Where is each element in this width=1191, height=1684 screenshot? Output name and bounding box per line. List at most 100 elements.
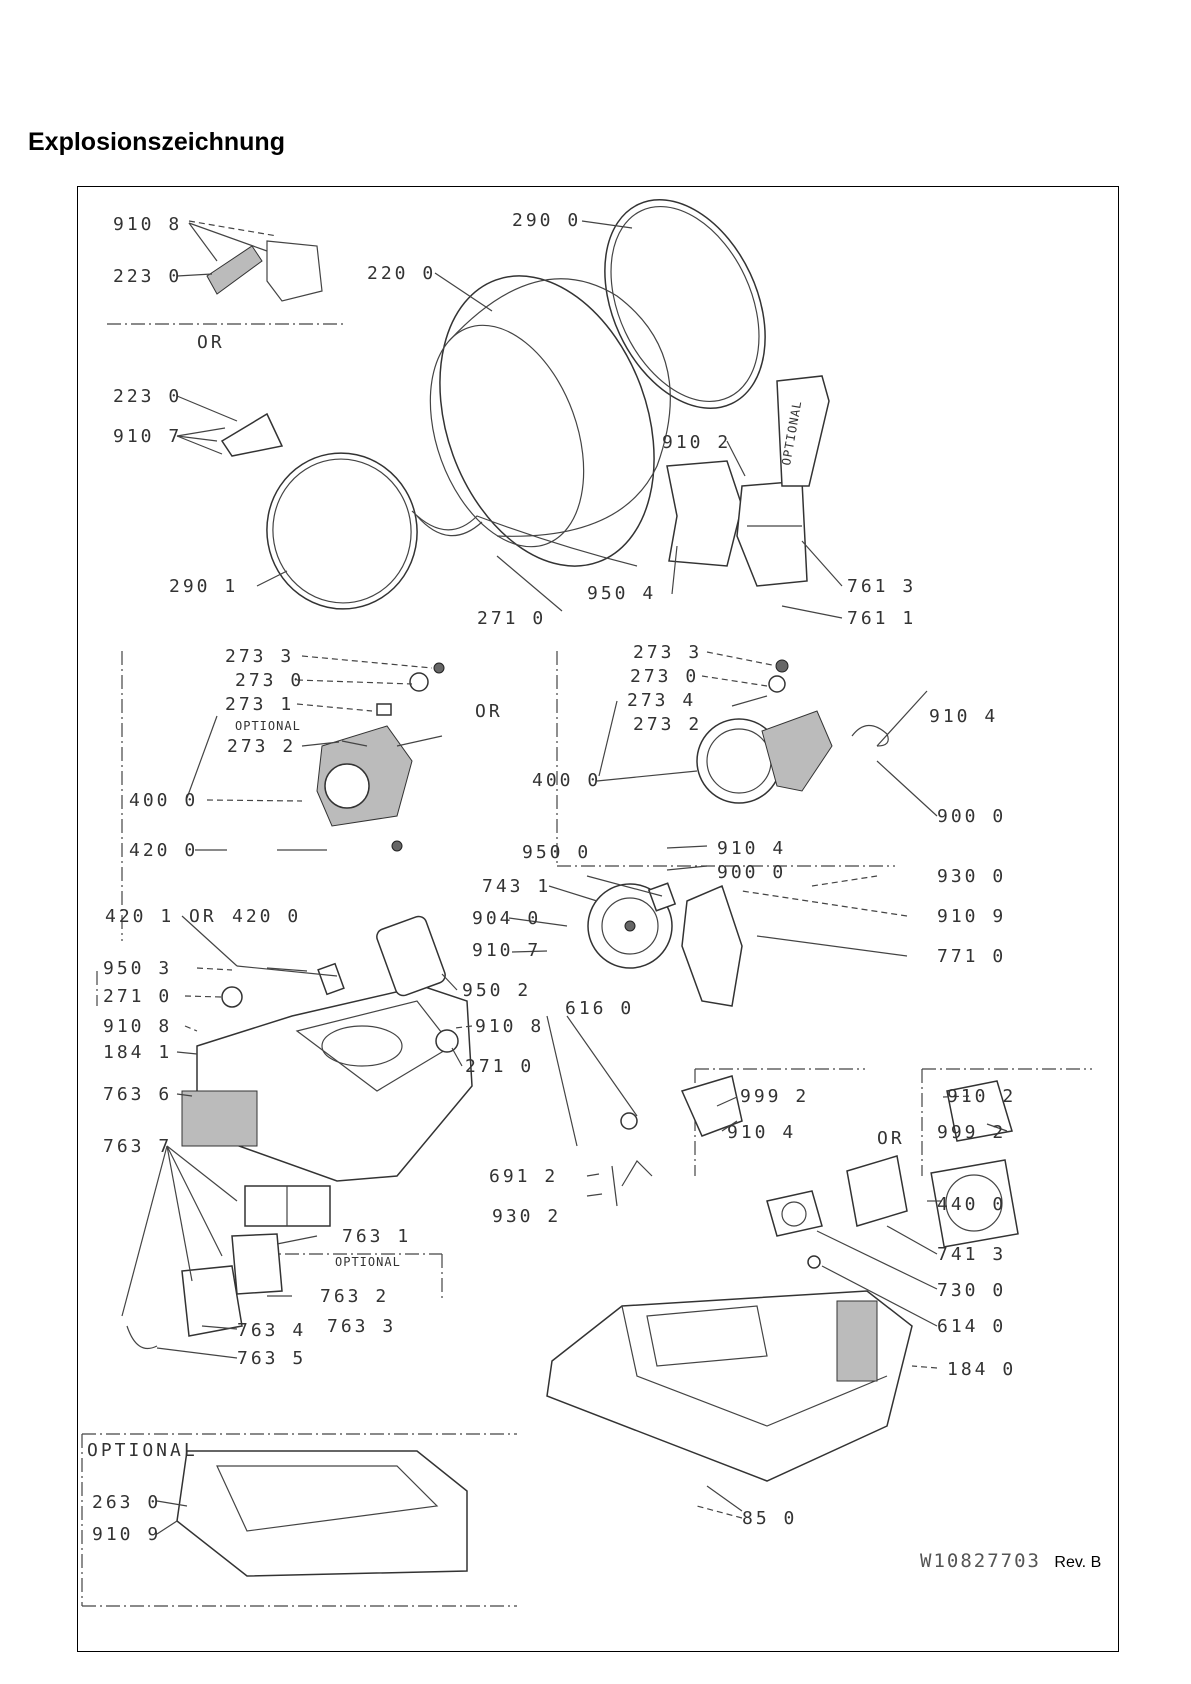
drawing-number: W10827703 <box>920 1550 1041 1572</box>
part-thermostat-bracket <box>647 882 677 912</box>
label-263-0: 263 0 <box>92 1492 161 1513</box>
part-door-gasket <box>376 915 446 997</box>
label-400-0-right: 400 0 <box>532 770 601 791</box>
label-optional-bottom: OPTIONAL <box>87 1440 198 1461</box>
part-blower-wheel <box>587 883 673 969</box>
label-910-8-base: 910 8 <box>103 1016 172 1037</box>
label-910-2-b: 910 2 <box>947 1086 1016 1107</box>
label-or-420: OR <box>189 906 217 927</box>
leader-lines <box>121 220 1008 1535</box>
part-pump-730 <box>766 1190 823 1237</box>
label-910-4-b: 910 4 <box>727 1122 796 1143</box>
part-base <box>196 962 473 1182</box>
part-lint-duct-gasket <box>666 460 743 567</box>
part-heat-exchanger-base <box>546 1255 913 1482</box>
part-filter-screen <box>181 1090 258 1147</box>
part-labels: 910 8 223 0 OR 223 0 910 7 290 0 220 0 2… <box>87 210 1016 1545</box>
label-271-0-drum: 271 0 <box>477 608 546 629</box>
label-930-2: 930 2 <box>492 1206 561 1227</box>
part-filter-assembly <box>126 1233 283 1350</box>
part-motor-right <box>696 659 833 804</box>
page-title: Explosionszeichnung <box>28 128 285 156</box>
label-400-0-left: 400 0 <box>129 790 198 811</box>
label-273-4-right: 273 4 <box>627 690 696 711</box>
label-763-4: 763 4 <box>237 1320 306 1341</box>
part-optional-cover: OPTIONAL <box>776 375 830 487</box>
label-950-4: 950 4 <box>587 583 656 604</box>
label-85-0: 85 0 <box>742 1508 797 1529</box>
label-950-3: 950 3 <box>103 958 172 979</box>
label-910-7-fan: 910 7 <box>472 940 541 961</box>
part-filter-handle-mid <box>220 412 284 457</box>
label-184-1: 184 1 <box>103 1042 172 1063</box>
label-or-top: OR <box>197 332 225 353</box>
part-optional-panel <box>176 1450 468 1577</box>
part-drum <box>429 275 671 567</box>
label-616-0: 616 0 <box>565 998 634 1019</box>
label-273-1-left: 273 1 <box>225 694 294 715</box>
label-273-2-left: 273 2 <box>227 736 296 757</box>
part-drum-belt <box>411 510 638 567</box>
label-900-0-mid: 900 0 <box>717 862 786 883</box>
label-optional-left: OPTIONAL <box>235 719 301 733</box>
label-950-2: 950 2 <box>462 980 531 1001</box>
part-filter-frame <box>244 1185 331 1227</box>
part-bracket-741 <box>846 1155 908 1227</box>
label-optional-763: OPTIONAL <box>335 1255 401 1269</box>
label-763-7: 763 7 <box>103 1136 172 1157</box>
part-blower-housing <box>681 884 743 1007</box>
part-motor-clip <box>851 724 889 747</box>
revision-label: Rev. B <box>1054 1554 1102 1571</box>
label-184-0: 184 0 <box>947 1359 1016 1380</box>
label-999-2-b: 999 2 <box>937 1122 1006 1143</box>
label-910-7-mid: 910 7 <box>113 426 182 447</box>
label-761-1: 761 1 <box>847 608 916 629</box>
label-271-0-base-right: 271 0 <box>465 1056 534 1077</box>
label-420-0-mid: 420 0 <box>232 906 301 927</box>
label-220-0: 220 0 <box>367 263 436 284</box>
label-763-3: 763 3 <box>327 1316 396 1337</box>
label-420-0-left: 420 0 <box>129 840 198 861</box>
label-904-0: 904 0 <box>472 908 541 929</box>
label-950-0: 950 0 <box>522 842 591 863</box>
label-273-0-left: 273 0 <box>235 670 304 691</box>
label-763-1: 763 1 <box>342 1226 411 1247</box>
label-273-3-left: 273 3 <box>225 646 294 667</box>
label-440-0: 440 0 <box>937 1194 1006 1215</box>
label-273-0-right: 273 0 <box>630 666 699 687</box>
part-fan-440 <box>930 1159 1019 1248</box>
label-910-2-right: 910 2 <box>662 432 731 453</box>
label-273-3-right: 273 3 <box>633 642 702 663</box>
label-290-1: 290 1 <box>169 576 238 597</box>
label-910-8-base-right: 910 8 <box>475 1016 544 1037</box>
label-763-5: 763 5 <box>237 1348 306 1369</box>
label-761-3: 761 3 <box>847 576 916 597</box>
part-lint-duct <box>736 480 808 587</box>
diagram-frame <box>77 186 1119 1652</box>
part-sensor-wire <box>611 1112 653 1207</box>
drawing-reference: W10827703 Rev. B <box>920 1550 1101 1572</box>
label-290-0: 290 0 <box>512 210 581 231</box>
part-filter-handle-top <box>206 240 323 302</box>
label-730-0: 730 0 <box>937 1280 1006 1301</box>
label-763-6: 763 6 <box>103 1084 172 1105</box>
part-cover-999 <box>680 1075 743 1137</box>
label-691-2: 691 2 <box>489 1166 558 1187</box>
label-273-2-right: 273 2 <box>633 714 702 735</box>
label-910-8-top: 910 8 <box>113 214 182 235</box>
label-763-2: 763 2 <box>320 1286 389 1307</box>
exploded-view-diagram: .ln { stroke:#444; stroke-width:1.2; fil… <box>81 199 1092 1607</box>
part-motor-left <box>316 662 445 852</box>
label-910-9-right: 910 9 <box>937 906 1006 927</box>
label-271-0-base: 271 0 <box>103 986 172 1007</box>
part-rear-drum-seal <box>604 199 766 409</box>
label-900-0-right: 900 0 <box>937 806 1006 827</box>
label-741-3: 741 3 <box>937 1244 1006 1265</box>
label-910-4-right: 910 4 <box>929 706 998 727</box>
label-910-4-mid: 910 4 <box>717 838 786 859</box>
label-743-1: 743 1 <box>482 876 551 897</box>
label-223-0-top: 223 0 <box>113 266 182 287</box>
part-front-drum-seal <box>266 452 418 610</box>
label-614-0: 614 0 <box>937 1316 1006 1337</box>
label-or-999: OR <box>877 1128 905 1149</box>
